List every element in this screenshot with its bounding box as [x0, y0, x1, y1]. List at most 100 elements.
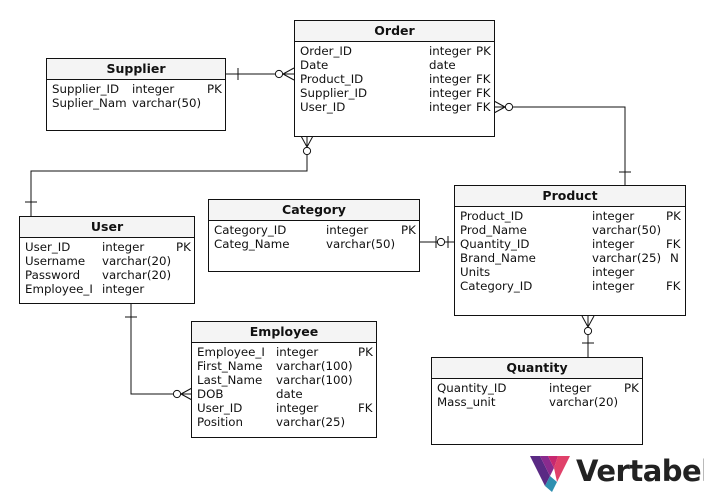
field-row: Supplier_ID integer FK: [300, 86, 491, 100]
field-row: Password varchar(20): [25, 268, 189, 282]
field-name: User_ID: [197, 401, 243, 415]
field-type: integer: [102, 240, 145, 254]
field-row: Categ_Name varchar(50): [214, 237, 414, 251]
field-name: Product_ID: [460, 209, 524, 223]
field-key: FK: [358, 401, 373, 415]
field-type: integer: [592, 237, 635, 251]
field-key: PK: [207, 82, 222, 96]
field-type: integer: [276, 345, 319, 359]
field-row: DOB date: [197, 387, 371, 401]
field-name: Supplier_ID: [300, 86, 368, 100]
field-row: Product_ID integer FK: [300, 72, 491, 86]
field-name: Quantity_ID: [460, 237, 530, 251]
field-key: FK: [666, 279, 681, 293]
field-row: Date date: [300, 58, 489, 72]
field-name: Order_ID: [300, 44, 352, 58]
field-type: varchar(100): [276, 359, 353, 373]
field-name: Quantity_ID: [437, 381, 507, 395]
field-name: Employee_I: [197, 345, 265, 359]
field-key: N: [670, 251, 679, 265]
field-type: varchar(100): [276, 373, 353, 387]
field-key: PK: [624, 381, 639, 395]
field-type: varchar(25): [276, 415, 346, 429]
field-name: Category_ID: [460, 279, 533, 293]
field-type: varchar(20): [102, 268, 172, 282]
field-type: date: [276, 387, 303, 401]
field-type: date: [429, 58, 456, 72]
field-name: Categ_Name: [214, 237, 290, 251]
entity-title: Employee: [192, 322, 376, 343]
connector-user-employee: [130, 304, 192, 395]
field-type: integer: [429, 72, 472, 86]
field-type: varchar(25): [592, 251, 662, 265]
entity-title: Quantity: [432, 358, 642, 379]
vertabelo-wordmark: Vertabelo: [576, 454, 704, 488]
field-type: integer: [429, 100, 472, 114]
field-key: FK: [476, 100, 491, 114]
field-type: integer: [429, 44, 472, 58]
entity-title: Product: [455, 186, 685, 207]
field-key: PK: [358, 345, 373, 359]
field-type: integer: [276, 401, 319, 415]
field-type: varchar(50): [132, 96, 202, 110]
field-name: Category_ID: [214, 223, 287, 237]
field-type: varchar(50): [592, 223, 662, 237]
vertabelo-logo: Vertabelo: [528, 452, 704, 496]
entity-title: Supplier: [47, 59, 225, 80]
field-row: Last_Name varchar(100): [197, 373, 371, 387]
field-name: Last_Name: [197, 373, 263, 387]
field-name: Brand_Name: [460, 251, 536, 265]
field-name: Product_ID: [300, 72, 364, 86]
field-key: PK: [401, 223, 416, 237]
field-name: Position: [197, 415, 243, 429]
field-key: PK: [666, 209, 681, 223]
field-key: FK: [476, 72, 491, 86]
field-type: integer: [102, 282, 145, 296]
field-key: FK: [476, 86, 491, 100]
field-name: First_Name: [197, 359, 263, 373]
entity-title: Order: [295, 21, 494, 42]
vertabelo-logo-icon: [530, 456, 570, 492]
field-type: integer: [592, 265, 635, 279]
field-name: Supplier_ID: [52, 82, 120, 96]
field-type: integer: [592, 209, 635, 223]
field-name: DOB: [197, 387, 224, 401]
field-type: integer: [429, 86, 472, 100]
field-type: varchar(50): [326, 237, 396, 251]
field-name: Date: [300, 58, 329, 72]
field-name: Password: [25, 268, 81, 282]
entity-title: User: [20, 217, 194, 238]
field-key: PK: [176, 240, 191, 254]
field-row: Brand_Name varchar(25) N: [460, 251, 680, 265]
field-row: Prod_Name varchar(50): [460, 223, 680, 237]
field-name: Prod_Name: [460, 223, 527, 237]
field-row: First_Name varchar(100): [197, 359, 371, 373]
